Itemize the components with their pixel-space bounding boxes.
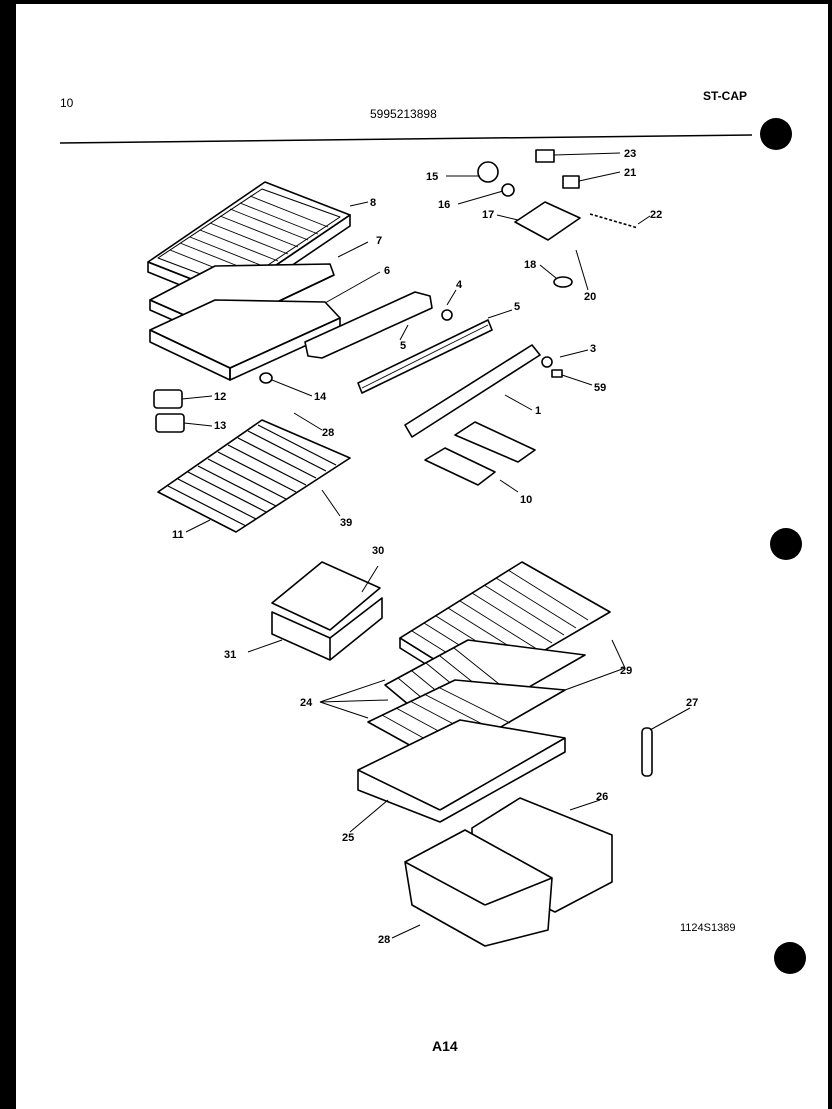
leader-lines bbox=[181, 152, 691, 939]
part-label: 5 bbox=[514, 301, 520, 313]
part-label: 31 bbox=[224, 649, 236, 661]
part-label: 7 bbox=[376, 235, 382, 247]
part-label: 3 bbox=[590, 343, 596, 355]
light-socket-drawing bbox=[501, 183, 515, 197]
punch-hole bbox=[774, 942, 806, 974]
egg-bin-drawing bbox=[454, 421, 536, 463]
model-code: ST-CAP bbox=[703, 89, 748, 103]
egg-bin-drawing bbox=[424, 447, 496, 486]
edge-tick-mark bbox=[0, 90, 10, 92]
part-label: 21 bbox=[624, 167, 636, 179]
header-rule bbox=[59, 134, 753, 144]
part-label: 39 bbox=[340, 517, 352, 529]
punch-hole bbox=[760, 118, 792, 150]
part-label: 17 bbox=[482, 209, 494, 221]
crisper-cover-drawing bbox=[271, 561, 381, 631]
screw-drawing bbox=[551, 369, 563, 378]
wire-shelf-drawing bbox=[157, 419, 351, 533]
part-label: 24 bbox=[300, 697, 313, 709]
shelf-frame-drawing bbox=[149, 299, 341, 381]
page-number: 10 bbox=[60, 96, 74, 110]
washer-drawing bbox=[541, 356, 553, 368]
part-label: 13 bbox=[214, 420, 226, 432]
part-label: 4 bbox=[456, 279, 463, 291]
part-label: 8 bbox=[370, 197, 376, 209]
nut-drawing bbox=[441, 309, 453, 321]
punch-hole bbox=[770, 528, 802, 560]
wire-harness-drawing bbox=[589, 213, 639, 229]
part-label: 6 bbox=[384, 265, 390, 277]
knob-drawing bbox=[553, 276, 573, 288]
part-label: 10 bbox=[520, 494, 532, 506]
part-label: 28 bbox=[378, 934, 390, 946]
connector-drawing bbox=[562, 175, 580, 189]
part-label: 25 bbox=[342, 832, 354, 844]
part-label: 15 bbox=[426, 171, 438, 183]
part-label: 5 bbox=[400, 340, 406, 352]
light-bulb-drawing bbox=[477, 161, 499, 183]
hinge-block-drawing bbox=[153, 389, 183, 409]
part-label: 18 bbox=[524, 259, 536, 271]
part-label: 30 bbox=[372, 545, 384, 557]
part-label: 16 bbox=[438, 199, 450, 211]
part-label: 26 bbox=[596, 791, 608, 803]
part-label: 23 bbox=[624, 148, 636, 160]
hinge-block-drawing bbox=[155, 413, 185, 433]
page-reference: A14 bbox=[432, 1038, 458, 1054]
part-label: 59 bbox=[594, 382, 606, 394]
rail-drawing bbox=[404, 344, 541, 438]
part-label: 11 bbox=[172, 529, 184, 541]
clip-drawing bbox=[259, 372, 273, 384]
part-label: 12 bbox=[214, 391, 226, 403]
part-label: 1 bbox=[535, 405, 541, 417]
part-label: 27 bbox=[686, 697, 698, 709]
light-housing-drawing bbox=[514, 201, 581, 241]
crisper-pan-drawing bbox=[404, 829, 553, 947]
drawing-number: 1124S1389 bbox=[680, 922, 736, 934]
grille-cover-drawing bbox=[147, 181, 351, 307]
crisper-cover-drawing bbox=[357, 719, 566, 823]
part-label: 20 bbox=[584, 291, 596, 303]
trim-strip-drawing bbox=[641, 727, 653, 777]
part-label: 14 bbox=[314, 391, 327, 403]
switch-drawing bbox=[535, 149, 555, 163]
parts-diagram-page bbox=[16, 4, 828, 1109]
bracket-drawing bbox=[304, 291, 433, 359]
model-number: 5995213898 bbox=[370, 107, 437, 121]
part-label: 29 bbox=[620, 665, 632, 677]
part-label: 28 bbox=[322, 427, 334, 439]
part-label: 22 bbox=[650, 209, 662, 221]
